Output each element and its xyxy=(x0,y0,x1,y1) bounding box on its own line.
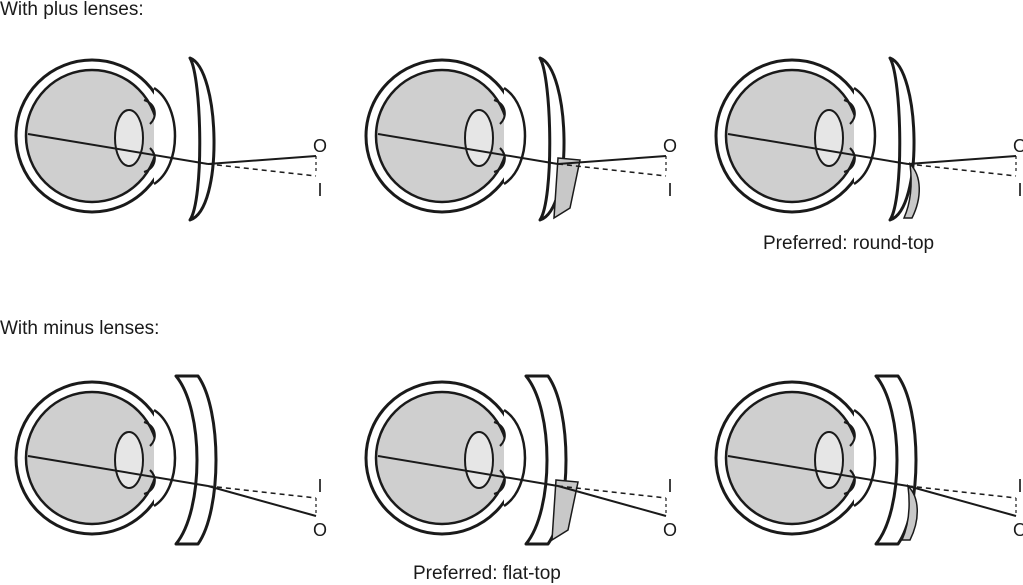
cornea xyxy=(153,408,177,508)
crystalline-lens xyxy=(464,109,494,167)
crystalline-lens xyxy=(814,109,844,167)
minus-lens-panel-2: IO xyxy=(364,374,677,546)
crystalline-lens xyxy=(464,431,494,489)
visual-axis xyxy=(27,455,209,487)
image-label: I xyxy=(1017,476,1022,496)
iris-upper xyxy=(143,421,156,447)
object-ray xyxy=(207,155,317,165)
plus-spectacle-lens xyxy=(188,56,216,222)
visual-axis xyxy=(727,133,909,165)
image-ray xyxy=(557,163,667,177)
image-ray xyxy=(557,485,667,499)
object-label: O xyxy=(663,520,677,540)
image-ray xyxy=(207,485,317,499)
minus-spectacle-lens xyxy=(874,374,918,546)
image-ray xyxy=(907,485,1017,499)
image-ray xyxy=(907,163,1017,177)
plus-lens-panel-3: OI xyxy=(714,56,1023,222)
object-label: O xyxy=(663,136,677,156)
cornea xyxy=(853,86,877,186)
visual-axis xyxy=(27,133,209,165)
plus-lens-panel-1: OI xyxy=(14,56,327,222)
crystalline-lens xyxy=(114,109,144,167)
object-label: O xyxy=(1013,136,1023,156)
image-label: I xyxy=(317,180,322,200)
cornea xyxy=(503,86,527,186)
iris-lower xyxy=(143,469,156,495)
iris-lower xyxy=(493,147,506,173)
object-ray xyxy=(907,155,1017,165)
object-label: O xyxy=(313,136,327,156)
crystalline-lens xyxy=(114,431,144,489)
cornea xyxy=(853,408,877,508)
object-label: O xyxy=(313,520,327,540)
iris-lower xyxy=(493,469,506,495)
minus-lenses-heading: With minus lenses: xyxy=(0,318,160,339)
minus-lens-panel-3: IO xyxy=(714,374,1023,546)
minus-preferred-caption: Preferred: flat-top xyxy=(413,563,561,584)
image-ray xyxy=(207,163,317,177)
visual-axis xyxy=(727,455,909,487)
plus-preferred-caption: Preferred: round-top xyxy=(763,233,935,254)
minus-spectacle-lens xyxy=(174,374,218,546)
iris-upper xyxy=(843,421,856,447)
cornea xyxy=(503,408,527,508)
image-label: I xyxy=(1017,180,1022,200)
plus-lens-panel-2: OI xyxy=(364,56,677,222)
plus-lenses-heading: With plus lenses: xyxy=(0,0,144,20)
image-label: I xyxy=(667,476,672,496)
image-label: I xyxy=(317,476,322,496)
flat-top-segment xyxy=(551,479,579,542)
minus-lens-panel-1: IO xyxy=(14,374,327,546)
iris-upper xyxy=(143,99,156,125)
iris-upper xyxy=(493,421,506,447)
round-top-segment xyxy=(902,161,920,219)
object-ray xyxy=(557,485,667,517)
round-top-segment xyxy=(900,483,918,541)
iris-lower xyxy=(143,147,156,173)
object-ray xyxy=(907,485,1017,517)
image-label: I xyxy=(667,180,672,200)
cornea xyxy=(153,86,177,186)
iris-lower xyxy=(843,469,856,495)
iris-upper xyxy=(493,99,506,125)
object-label: O xyxy=(1013,520,1023,540)
iris-upper xyxy=(843,99,856,125)
plus-spectacle-lens xyxy=(888,56,916,222)
crystalline-lens xyxy=(814,431,844,489)
object-ray xyxy=(557,155,667,165)
visual-axis xyxy=(377,133,559,165)
iris-lower xyxy=(843,147,856,173)
object-ray xyxy=(207,485,317,517)
visual-axis xyxy=(377,455,559,487)
flat-top-segment xyxy=(553,157,581,220)
